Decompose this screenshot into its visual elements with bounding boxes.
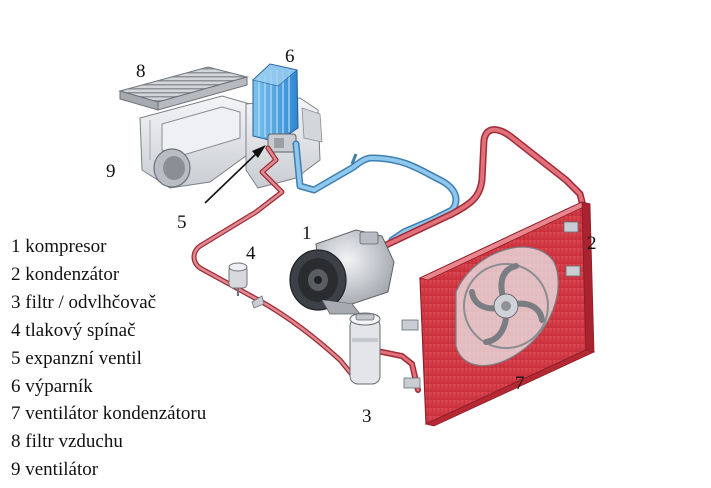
legend-item: 5 expanzní ventil <box>11 347 142 369</box>
callout-1: 1 <box>302 223 312 244</box>
high-pressure-line <box>191 126 588 393</box>
receiver-drier <box>349 312 381 385</box>
condenser-fan <box>455 246 559 367</box>
legend-item: 7 ventilátor kondenzátoru <box>11 403 207 425</box>
air-filter <box>118 66 249 111</box>
callout-5: 5 <box>177 212 187 233</box>
pointer-arrow <box>204 145 266 204</box>
low-pressure-line <box>292 140 460 244</box>
legend-item: 9 ventilátor <box>11 459 99 481</box>
expansion-valve <box>267 133 297 153</box>
legend-item: 1 kompresor <box>11 236 107 257</box>
compressor <box>289 229 395 315</box>
legend: 1 kompresor 2 kondenzátor 3 filtr / odvl… <box>11 233 206 484</box>
blower-housing <box>139 95 255 189</box>
evaporator <box>252 63 299 143</box>
callout-3: 3 <box>362 406 372 427</box>
callout-6: 6 <box>285 46 295 67</box>
callout-8: 8 <box>136 61 146 82</box>
callout-7: 7 <box>515 373 525 394</box>
legend-item: 3 filtr / odvlhčovač <box>11 291 157 313</box>
legend-item: 6 výparník <box>11 375 93 397</box>
pressure-switch <box>228 262 265 309</box>
callout-2: 2 <box>587 233 597 254</box>
callout-9: 9 <box>106 161 116 182</box>
legend-item: 8 filtr vzduchu <box>11 431 123 453</box>
legend-item: 4 tlakový spínač <box>11 319 136 341</box>
legend-item: 2 kondenzátor <box>11 263 120 285</box>
callout-4: 4 <box>246 243 256 264</box>
